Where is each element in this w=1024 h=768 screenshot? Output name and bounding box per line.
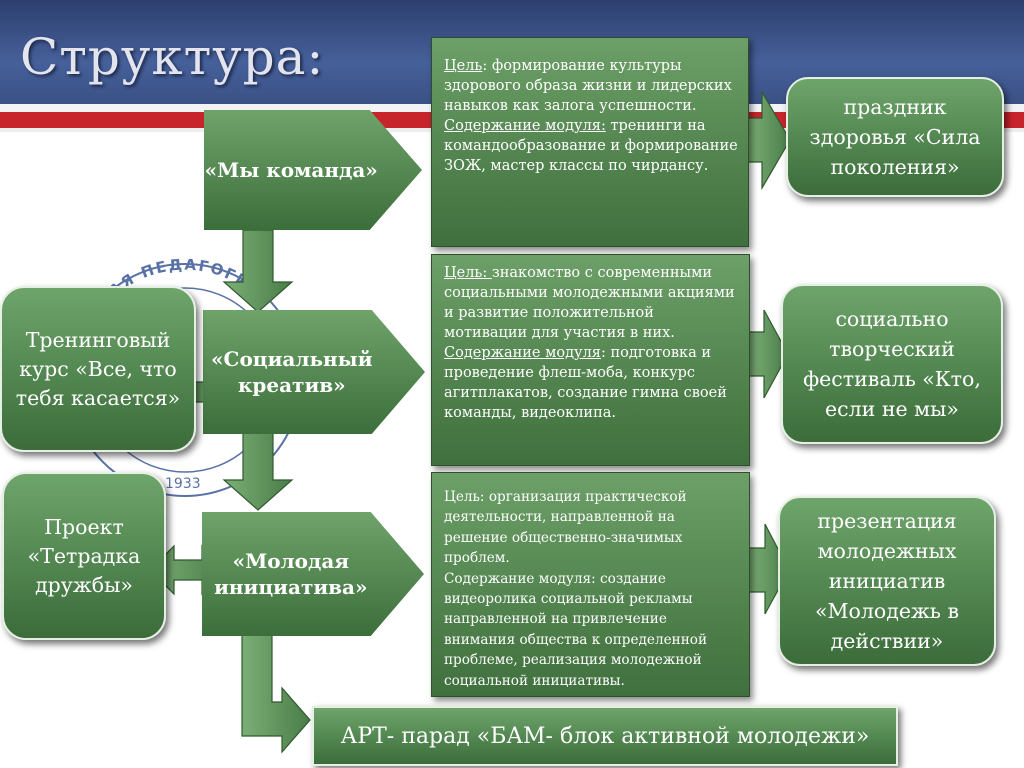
info-box-social-creative: Цель: знакомство с современными социальн… bbox=[431, 254, 750, 466]
module-social-creative: «Социальный креатив» bbox=[203, 310, 425, 434]
content-label: Содержание модуля bbox=[444, 345, 601, 361]
content-text: Содержание модуля: создание видеоролика … bbox=[444, 570, 708, 689]
emblem-year: 1933 bbox=[165, 476, 201, 492]
side-text: Проект «Тетрадка дружбы» bbox=[27, 514, 141, 597]
page-title: Структура: bbox=[20, 28, 325, 86]
side-text: Тренинговый курс «Все, что тебя касается… bbox=[15, 327, 181, 410]
module-label: «Мы команда» bbox=[204, 158, 378, 182]
goal-label: Цель: bbox=[444, 265, 492, 281]
info-box-my-team: Цель: формирование культуры здорового об… bbox=[431, 37, 749, 247]
result-text: праздник здоровья «Сила поколения» bbox=[809, 95, 981, 179]
result-creative-festival: социально творческий фестиваль «Кто, есл… bbox=[781, 284, 1003, 444]
goal-text: знакомство с современными социальными мо… bbox=[444, 265, 735, 341]
bottom-art-parade: АРТ- парад «БАМ- блок активной молодежи» bbox=[312, 706, 898, 766]
content-text: тренинги на командообразование и формиро… bbox=[444, 118, 738, 174]
result-health-festival: праздник здоровья «Сила поколения» bbox=[786, 77, 1004, 197]
content-text: : подготовка и проведение флеш-моба, кон… bbox=[444, 345, 727, 421]
side-training-course: Тренинговый курс «Все, что тебя касается… bbox=[0, 286, 196, 452]
module-youth-initiative: «Молодая инициатива» bbox=[202, 512, 424, 636]
module-my-team: «Мы команда» bbox=[204, 110, 422, 230]
result-youth-presentation: презентация молодежных инициатив «Молоде… bbox=[778, 496, 996, 666]
result-text: социально творческий фестиваль «Кто, есл… bbox=[803, 307, 981, 421]
info-box-youth-initiative: Цель: организация практической деятельно… bbox=[431, 472, 750, 697]
goal-text: Цель: организация практической деятельно… bbox=[444, 489, 687, 567]
goal-label: Цель bbox=[444, 58, 483, 74]
content-label: Содержание модуля: bbox=[444, 118, 606, 134]
side-friendship-notebook: Проект «Тетрадка дружбы» bbox=[2, 472, 166, 640]
result-text: презентация молодежных инициатив «Молоде… bbox=[814, 509, 960, 653]
module-label: «Молодая инициатива» bbox=[214, 549, 368, 599]
goal-text: : формирование культуры здорового образа… bbox=[444, 58, 732, 114]
module-label: «Социальный креатив» bbox=[211, 347, 373, 397]
bottom-text: АРТ- парад «БАМ- блок активной молодежи» bbox=[340, 723, 870, 749]
